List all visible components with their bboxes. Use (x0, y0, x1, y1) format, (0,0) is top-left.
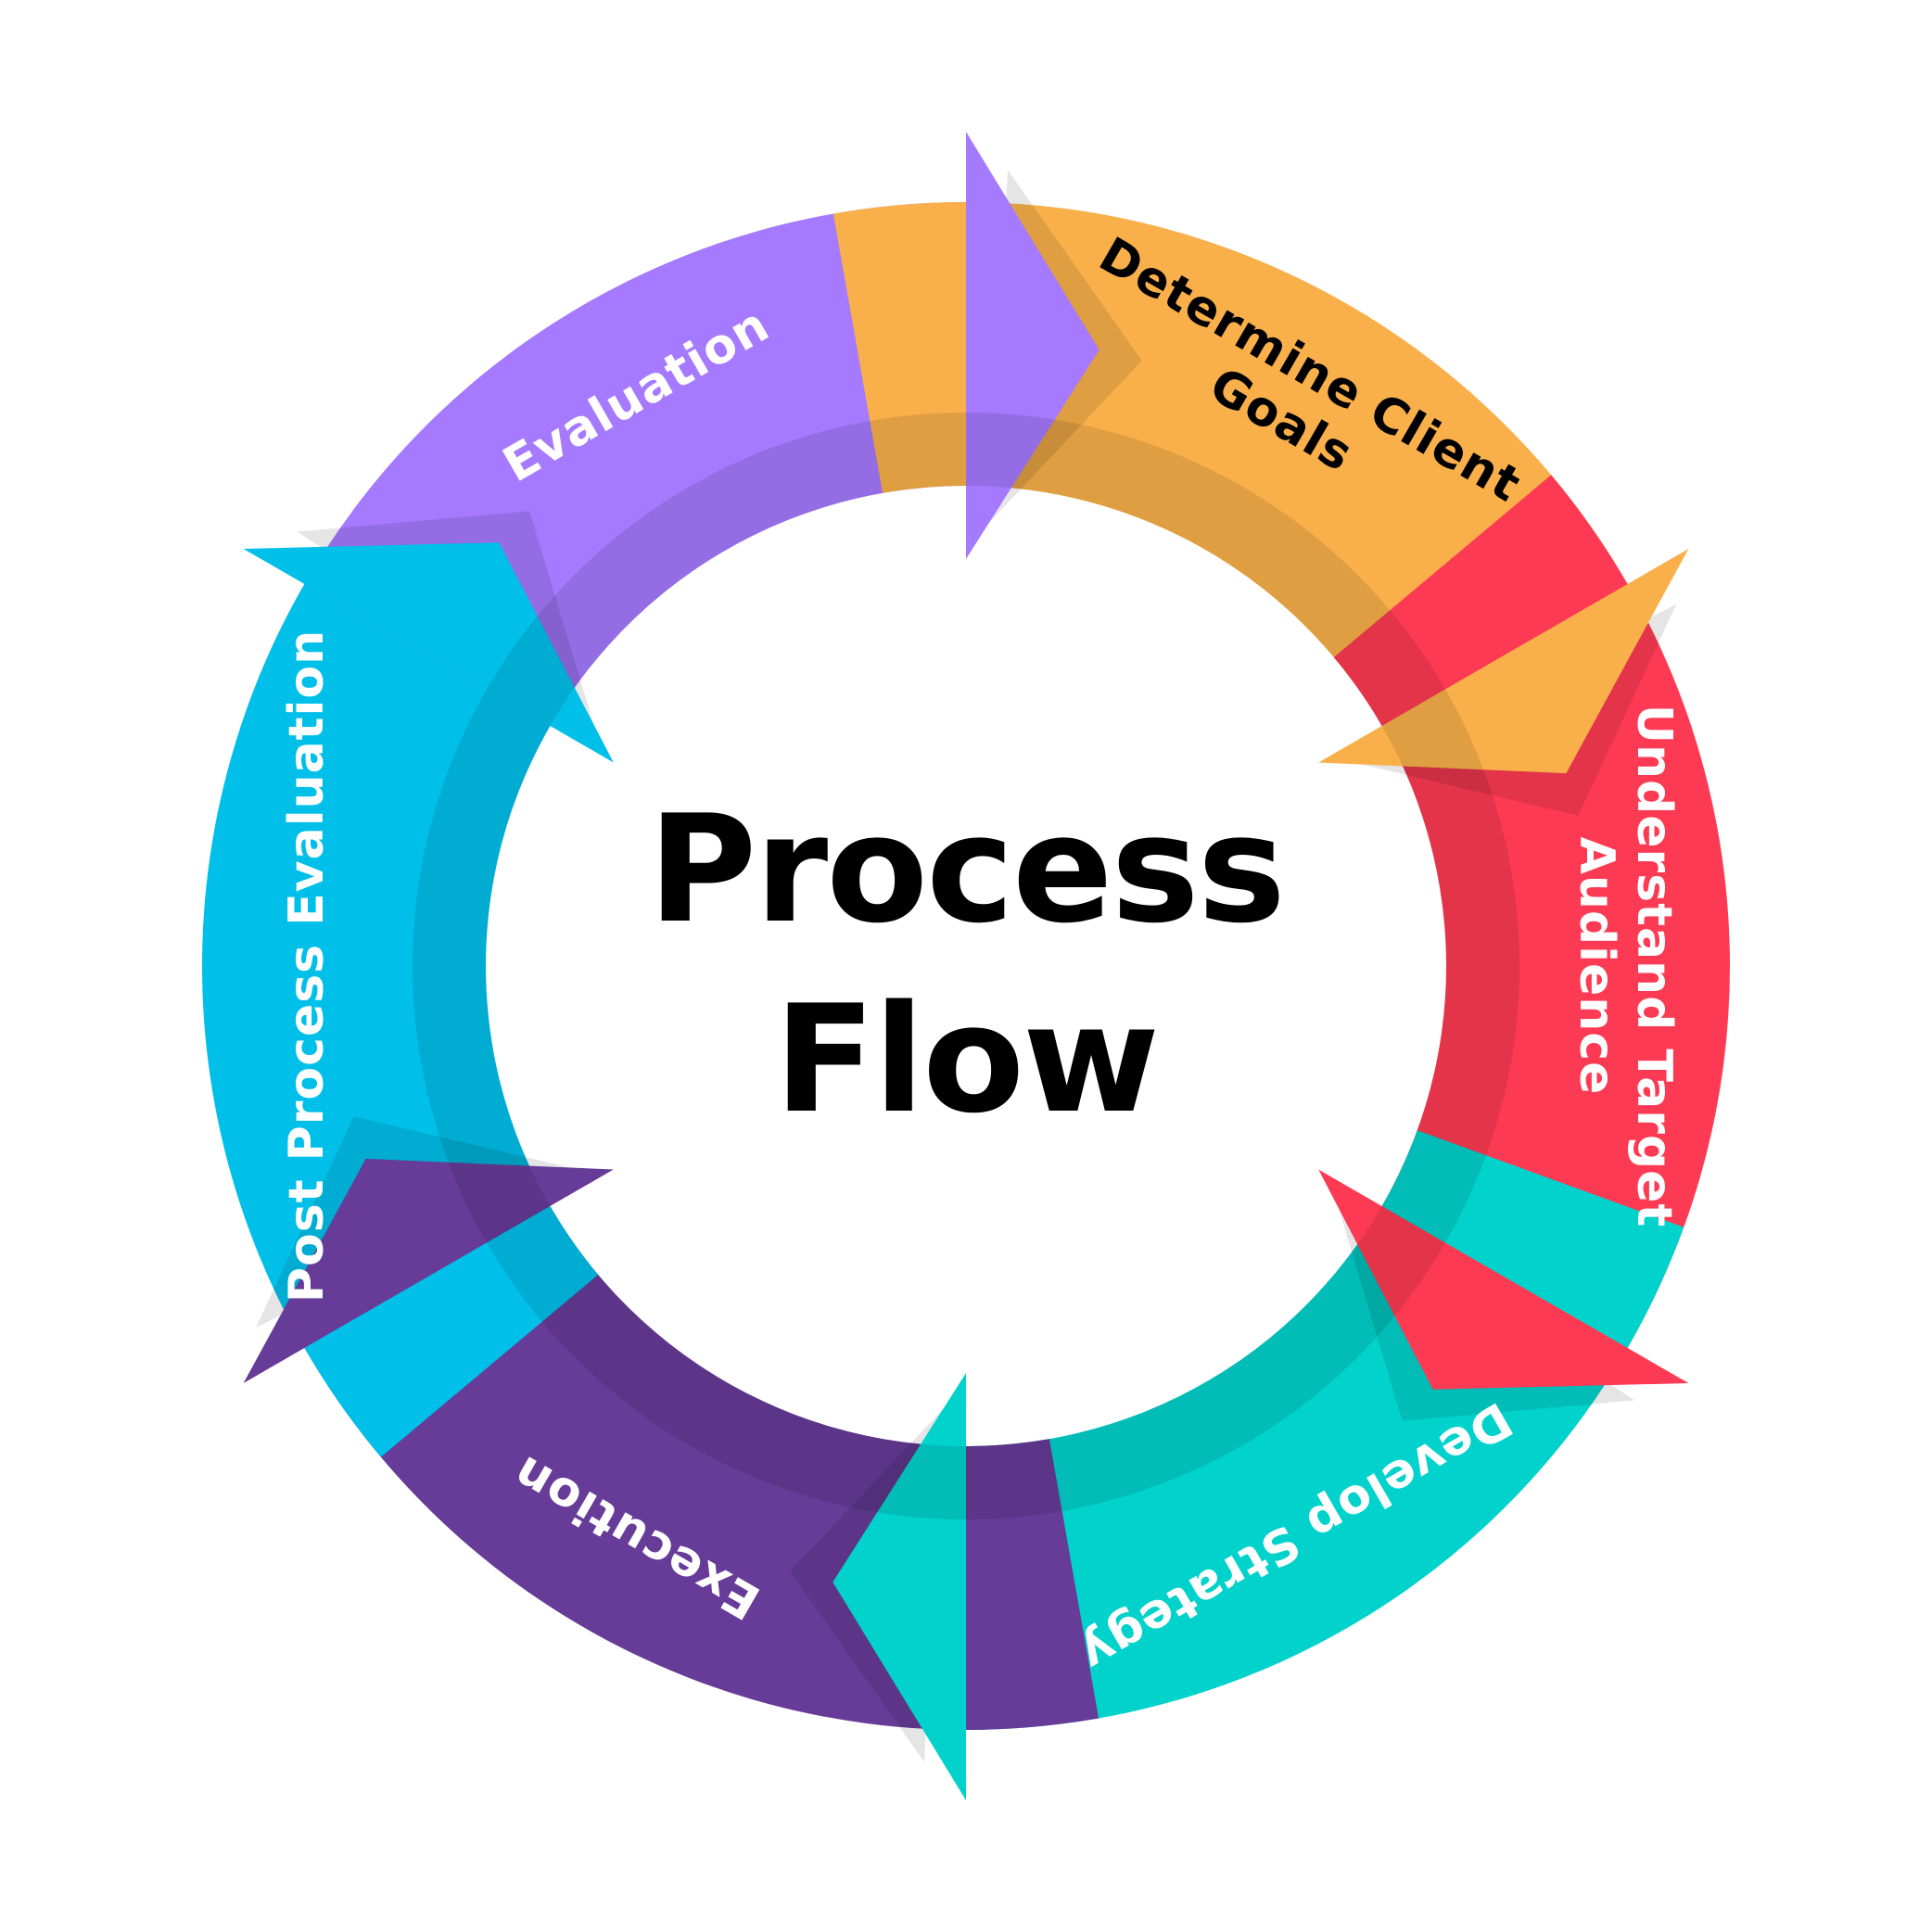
arrow-head-post-process-evaluation (243, 542, 614, 763)
step-label-post-process-evaluation: Post Process Evaluation (279, 629, 335, 1303)
arrow-head-develop-strategy (833, 1373, 966, 1800)
step-label-line: Audience (1569, 837, 1624, 1096)
arrow-heads (243, 132, 1689, 1800)
step-label-line: Post Process Evaluation (279, 629, 335, 1303)
inner-shade-ring (413, 413, 1519, 1519)
step-label-line: Understand Target (1626, 705, 1682, 1227)
arrow-head-understand-target-audience (1318, 1169, 1689, 1390)
center-title-line-1: Process (648, 782, 1284, 956)
arrow-body-post-process-evaluation (201, 584, 599, 1457)
arrow-head-evaluation (966, 132, 1099, 559)
arrow-head-determine-client-goals (1318, 549, 1689, 774)
arrow-body-understand-target-audience (1333, 475, 1731, 1348)
center-title-line-2: Flow (774, 972, 1158, 1146)
arrow-head-execution (243, 1158, 614, 1383)
